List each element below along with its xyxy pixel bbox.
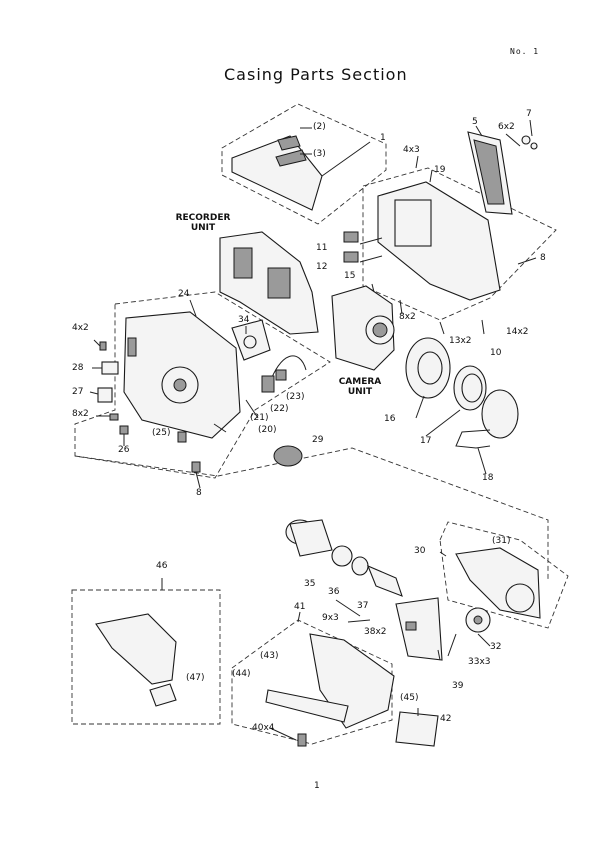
part-label: 14x2: [506, 328, 529, 337]
part-label: 38x2: [364, 628, 387, 637]
part-label: (47): [186, 674, 204, 683]
part-label: (21): [250, 414, 268, 423]
part-label: 19: [434, 166, 445, 175]
page-title: Casing Parts Section: [224, 67, 408, 83]
part-label: 28: [72, 364, 83, 373]
circuit-board-39: [396, 598, 442, 660]
part-label: 32: [490, 643, 501, 652]
part-label: 13x2: [449, 337, 472, 346]
part-label: (23): [286, 393, 304, 402]
part-label: 34: [238, 316, 249, 325]
part-label: 35: [304, 580, 315, 589]
part-label: 4x2: [72, 324, 89, 333]
camera-unit-label: CAMERA UNIT: [330, 377, 390, 398]
part-label: (45): [400, 694, 418, 703]
part-label: 42: [440, 715, 451, 724]
part-label: 9x3: [322, 614, 339, 623]
left-casing-part: [124, 312, 270, 438]
part-label: 8: [196, 489, 202, 498]
part-label: 7: [526, 110, 532, 119]
footer-page-number: 1: [314, 782, 320, 791]
part-label: 33x3: [468, 658, 491, 667]
lens-ring-17: [454, 366, 486, 410]
part-label: 12: [316, 263, 327, 272]
part-label: 15: [344, 272, 355, 281]
part-label: (43): [260, 652, 278, 661]
part-label: (20): [258, 426, 276, 435]
part-label: 6x2: [498, 123, 515, 132]
part-label: 46: [156, 562, 167, 571]
part-label: (44): [232, 670, 250, 679]
part-label: 4x3: [403, 146, 420, 155]
part-label: 41: [294, 603, 305, 612]
lens-section-parts: [456, 548, 540, 632]
part-label: 8x2: [399, 313, 416, 322]
page-number-label: No. 1: [510, 48, 539, 56]
grip-cover-part: [468, 132, 537, 214]
shoulder-pad-29: [274, 446, 302, 466]
part-label: 10: [490, 349, 501, 358]
part-label: 36: [328, 588, 339, 597]
part-label: 5: [472, 118, 478, 127]
part-label: 40x4: [252, 724, 275, 733]
part-label: 8x2: [72, 410, 89, 419]
remote-control-part: [96, 614, 176, 706]
top-cover-part: [232, 128, 370, 210]
part-label: (22): [270, 405, 288, 414]
part-label: 26: [118, 446, 129, 455]
recorder-unit-label-line1: RECORDER: [172, 213, 234, 223]
recorder-unit-label: RECORDER UNIT: [172, 213, 234, 234]
part-label: 11: [316, 244, 327, 253]
part-label: (25): [152, 429, 170, 438]
part-label: 39: [452, 682, 463, 691]
part-label: 8: [540, 254, 546, 263]
camera-unit-label-line1: CAMERA: [330, 377, 390, 387]
part-label: 1: [380, 134, 386, 143]
camera-unit-label-line2: UNIT: [330, 387, 390, 397]
part-label: 18: [482, 474, 493, 483]
part-label: 24: [178, 290, 189, 299]
part-label: 30: [414, 547, 425, 556]
lens-ring-16: [406, 338, 450, 398]
part-label: 17: [420, 437, 431, 446]
part-label: (31): [492, 537, 510, 546]
part-label: 29: [312, 436, 323, 445]
part-label: 27: [72, 388, 83, 397]
recorder-unit-part: [220, 232, 318, 334]
part-label: 37: [357, 602, 368, 611]
recorder-unit-label-line2: UNIT: [172, 223, 234, 233]
part-label: (2): [313, 123, 326, 132]
part-label: (3): [313, 150, 326, 159]
camera-unit-part: [332, 286, 394, 370]
part-label: 16: [384, 415, 395, 424]
side-casing-part: [344, 170, 500, 300]
